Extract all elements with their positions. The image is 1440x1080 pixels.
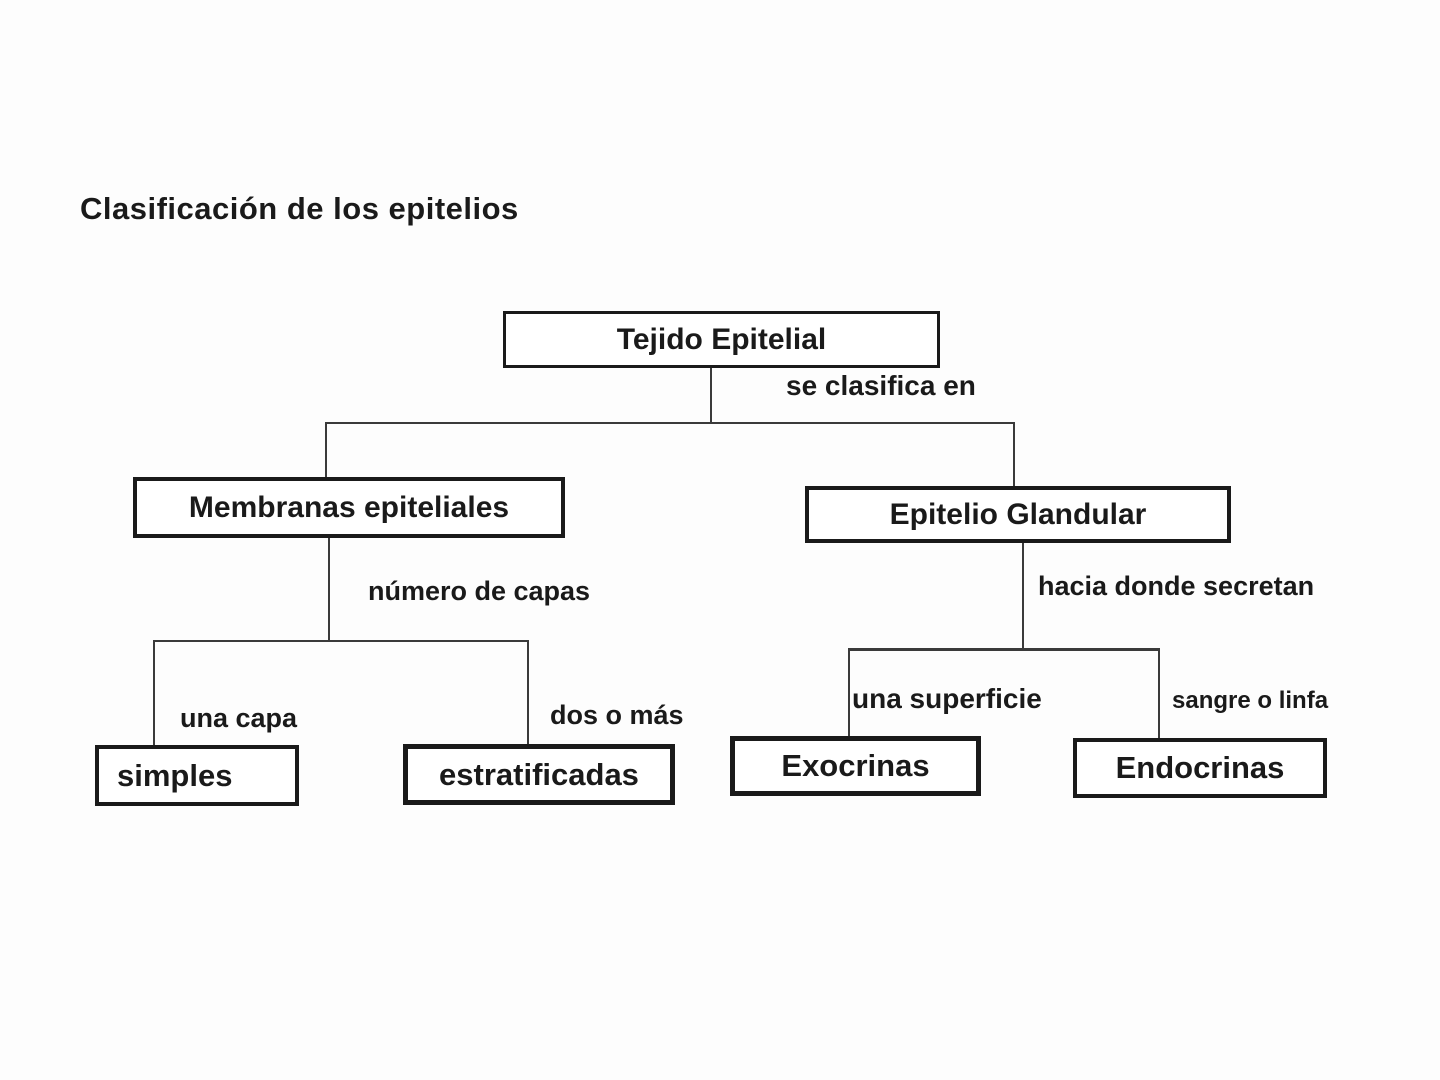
node-membranas-epiteliales: Membranas epiteliales: [133, 477, 565, 538]
node-membranas-epiteliales-label: Membranas epiteliales: [188, 490, 510, 524]
edge-label-hacia-donde-secretan: hacia donde secretan: [1038, 571, 1314, 602]
connector-right-split-horizontal: [848, 648, 1160, 651]
edge-label-numero-de-capas-text: número de capas: [368, 576, 591, 606]
edge-label-se-clasifica-en-text: se clasifica en: [786, 370, 976, 401]
connector-main-horizontal: [325, 422, 1015, 424]
node-simples-label: simples: [117, 757, 233, 793]
connector-root-down: [710, 368, 712, 424]
node-endocrinas-label: Endocrinas: [1115, 750, 1285, 785]
connector-right-branch-down: [1013, 422, 1015, 487]
connector-glandular-down: [1022, 543, 1024, 651]
edge-label-numero-de-capas: número de capas: [368, 576, 590, 607]
edge-label-una-superficie-text: una superficie: [852, 683, 1042, 714]
node-exocrinas: Exocrinas: [730, 736, 981, 796]
node-exocrinas-label: Exocrinas: [781, 748, 930, 783]
node-tejido-epitelial: Tejido Epitelial: [503, 311, 940, 368]
edge-label-dos-o-mas: dos o más: [550, 700, 684, 731]
connector-left-split-horizontal: [153, 640, 529, 642]
connector-simples-down: [153, 640, 155, 746]
edge-label-una-capa: una capa: [180, 703, 297, 734]
node-estratificadas-label: estratificadas: [439, 756, 639, 792]
connector-endocrinas-down: [1158, 648, 1160, 739]
connector-membranas-down: [328, 538, 330, 640]
connector-left-branch-down: [325, 422, 327, 478]
edge-label-se-clasifica-en: se clasifica en: [786, 370, 976, 402]
page-title: Clasificación de los epitelios: [80, 191, 519, 226]
edge-label-una-superficie: una superficie: [852, 683, 1042, 715]
connector-estratificadas-down: [527, 640, 529, 745]
edge-label-hacia-donde-secretan-text: hacia donde secretan: [1038, 571, 1315, 601]
edge-label-sangre-o-linfa-text: sangre o linfa: [1172, 687, 1329, 714]
node-endocrinas: Endocrinas: [1073, 738, 1327, 798]
node-estratificadas: estratificadas: [403, 744, 675, 805]
edge-label-una-capa-text: una capa: [180, 703, 298, 733]
node-epitelio-glandular-label: Epitelio Glandular: [889, 497, 1147, 531]
node-simples: simples: [95, 745, 299, 806]
node-epitelio-glandular: Epitelio Glandular: [805, 486, 1231, 543]
edge-label-dos-o-mas-text: dos o más: [550, 700, 684, 730]
connector-exocrinas-down: [848, 648, 850, 737]
node-tejido-epitelial-label: Tejido Epitelial: [616, 322, 827, 356]
edge-label-sangre-o-linfa: sangre o linfa: [1172, 687, 1328, 715]
